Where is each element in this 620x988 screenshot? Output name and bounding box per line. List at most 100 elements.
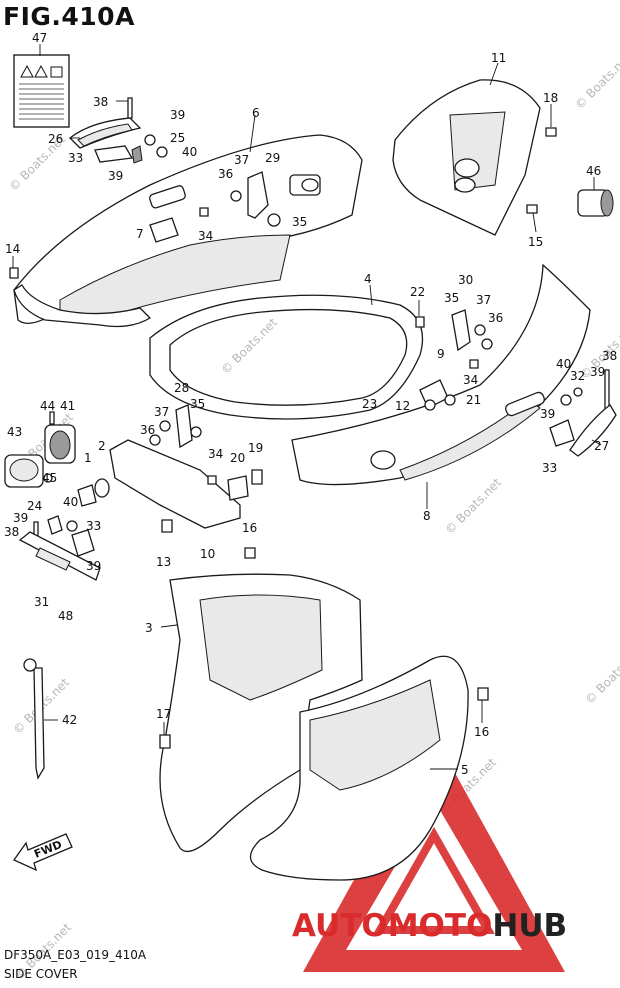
fwd-arrow: FWD	[13, 833, 73, 872]
part-20-block	[227, 475, 249, 501]
part-26-handle	[69, 117, 142, 149]
brand-wordmark: AUTOMOTOHUB	[292, 908, 567, 944]
callout-28: 28	[174, 381, 189, 395]
callout-33: 33	[68, 151, 83, 165]
cover-slot	[149, 185, 186, 209]
part-36-washer	[149, 434, 161, 446]
book-icon	[50, 66, 63, 78]
part-11-cover	[392, 79, 541, 236]
part-40-grommet	[560, 394, 572, 406]
label-decal	[13, 54, 70, 128]
part-35-nut	[267, 213, 281, 227]
part-42-tie-strap	[33, 667, 45, 780]
part-36-washer	[481, 338, 493, 350]
figure-title: FIG.410A	[3, 2, 135, 31]
cover-hole	[301, 178, 319, 192]
callout-40: 40	[556, 357, 571, 371]
part-42-tie-head	[23, 658, 37, 672]
callout-37: 37	[234, 153, 249, 167]
callout-18: 18	[543, 91, 558, 105]
part-44-pin	[49, 411, 55, 425]
part-28-bracket	[175, 404, 193, 449]
part-37-pin-head	[159, 420, 171, 432]
part-12-nut	[424, 399, 436, 411]
grommet-opening	[49, 430, 71, 460]
part-34-screw	[207, 475, 217, 485]
callout-37: 37	[476, 293, 491, 307]
callout-5: 5	[461, 763, 469, 777]
callout-19: 19	[248, 441, 263, 455]
part-7-pad	[149, 217, 179, 243]
callout-24: 24	[27, 499, 42, 513]
logo-triangle-inner	[373, 826, 495, 934]
callout-17: 17	[156, 707, 171, 721]
callout-numbers: 47 38 39 6 26 25 33 40 39 36 37 29 11 18…	[4, 31, 617, 777]
part-4-seal	[149, 294, 424, 420]
callout-46: 46	[586, 164, 601, 178]
callout-13: 13	[156, 555, 171, 569]
part-16-screw	[477, 687, 489, 701]
callout-48: 48	[58, 609, 73, 623]
cover-port	[454, 158, 480, 178]
callout-35: 35	[292, 215, 307, 229]
grommet-opening	[9, 458, 39, 482]
side-cover-shell	[291, 263, 591, 486]
part-40-grommet	[66, 520, 78, 532]
part-1-bushing	[77, 484, 97, 507]
part-47-label	[13, 54, 70, 128]
part-22-pin	[415, 316, 425, 328]
callout-30: 30	[458, 273, 473, 287]
part-32-washer	[573, 387, 583, 397]
part-39-clip	[131, 145, 143, 164]
callout-33: 33	[86, 519, 101, 533]
watermark: © Boats.net	[218, 315, 280, 377]
part-33-latch	[549, 419, 575, 447]
side-cover-hole	[370, 450, 396, 470]
part-35-nut	[190, 426, 202, 438]
part-25-washer	[144, 134, 156, 146]
watermark: © Boats.net	[572, 50, 620, 112]
leader-lines	[12, 44, 602, 770]
brand-part2: HUB	[492, 908, 567, 944]
part-41-grommet	[44, 424, 76, 464]
callout-9: 9	[437, 347, 445, 361]
callout-7: 7	[136, 227, 144, 241]
callout-36: 36	[140, 423, 155, 437]
watermark: © Boats.net	[582, 645, 620, 707]
callout-35: 35	[190, 397, 205, 411]
part-21-nut	[444, 394, 456, 406]
callout-39: 39	[590, 365, 605, 379]
part-14-screw	[9, 267, 19, 279]
part-10-bracket	[109, 439, 241, 529]
part-34-screw	[469, 359, 479, 369]
part-3-inner-panel	[199, 594, 323, 701]
callout-25: 25	[170, 131, 185, 145]
part-34-screw	[199, 207, 209, 217]
callout-38: 38	[602, 349, 617, 363]
callout-23: 23	[362, 397, 377, 411]
callout-20: 20	[230, 451, 245, 465]
callout-26: 26	[48, 132, 63, 146]
callout-38: 38	[93, 95, 108, 109]
cover-port	[454, 177, 476, 193]
callout-14: 14	[5, 242, 20, 256]
part-43-grommet	[4, 454, 44, 488]
callout-37: 37	[154, 405, 169, 419]
part-15-screw	[526, 204, 538, 214]
part-6-upper-side-cover	[13, 134, 363, 328]
callout-35: 35	[444, 291, 459, 305]
callout-8: 8	[423, 509, 431, 523]
brand-part1: AUTOMOTO	[292, 908, 492, 944]
callout-27: 27	[594, 439, 609, 453]
callout-31: 31	[34, 595, 49, 609]
fwd-arrow-icon	[13, 833, 73, 872]
warning-triangle-icon	[34, 64, 48, 78]
callout-16: 16	[474, 725, 489, 739]
callout-45: 45	[42, 471, 57, 485]
callout-6: 6	[252, 106, 260, 120]
part-18-screw	[545, 127, 557, 137]
callout-11: 11	[491, 51, 506, 65]
callout-2: 2	[98, 439, 106, 453]
part-19-bolt	[251, 469, 263, 485]
side-cover-recess	[399, 399, 541, 481]
